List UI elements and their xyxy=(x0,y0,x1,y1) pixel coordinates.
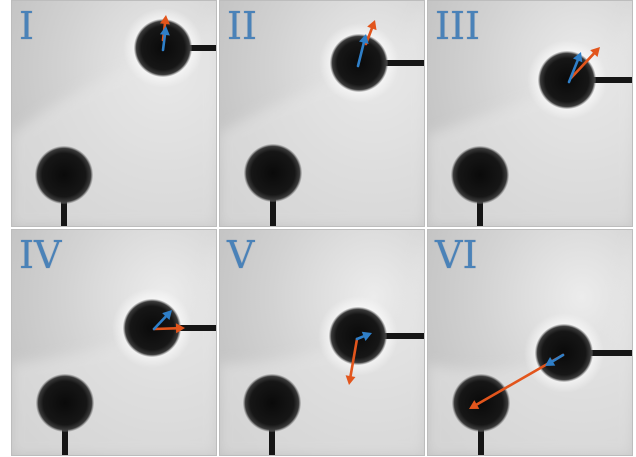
panel-3-scene xyxy=(427,0,633,227)
blue-arrow xyxy=(152,310,172,331)
panel-1-scene xyxy=(11,0,217,227)
panel-5-label: V xyxy=(227,233,255,277)
panel-border xyxy=(11,0,217,227)
blue-arrow xyxy=(545,353,565,366)
panel-2: II xyxy=(219,0,425,227)
upper-sphere xyxy=(329,307,387,365)
panel-border xyxy=(427,229,633,456)
panel-6: VI xyxy=(427,229,633,456)
panel-5: V xyxy=(219,229,425,456)
orange-arrow xyxy=(569,47,600,80)
upper-sphere-rod xyxy=(378,333,425,339)
panel-4: IV xyxy=(11,229,217,456)
lower-sphere-rod xyxy=(269,423,275,456)
panel-4-scene xyxy=(11,229,217,456)
panel-border xyxy=(427,0,633,227)
lower-sphere-rod xyxy=(270,193,276,227)
lower-sphere-rod xyxy=(62,423,68,456)
lower-sphere-rod xyxy=(61,195,67,227)
panel-border xyxy=(219,0,425,227)
upper-sphere-rod xyxy=(587,77,633,83)
panel-1: I xyxy=(11,0,217,227)
upper-sphere-rod xyxy=(183,45,217,51)
upper-sphere-rod xyxy=(379,60,425,66)
upper-sphere-rod xyxy=(172,325,217,331)
panel-3-label: III xyxy=(435,4,481,48)
panel-3: III xyxy=(427,0,633,227)
panel-1-label: I xyxy=(19,4,35,48)
panel-border xyxy=(219,229,425,456)
lower-sphere xyxy=(35,146,93,204)
orange-arrow xyxy=(345,337,359,385)
blue-arrow xyxy=(355,331,372,341)
panel-border xyxy=(11,229,217,456)
lower-sphere-rod xyxy=(478,423,484,456)
upper-sphere-rod xyxy=(584,350,633,356)
blue-arrow xyxy=(159,26,170,52)
blue-arrow xyxy=(356,34,369,68)
panel-2-label: II xyxy=(227,4,258,48)
panel-2-scene xyxy=(219,0,425,227)
orange-arrow xyxy=(152,323,185,334)
blue-arrow xyxy=(567,52,583,84)
panel-6-scene xyxy=(427,229,633,456)
panel-6-label: VI xyxy=(435,233,478,277)
panel-4-label: IV xyxy=(19,233,62,277)
lower-sphere xyxy=(36,374,94,432)
upper-sphere xyxy=(535,324,593,382)
lower-sphere-rod xyxy=(477,195,483,227)
lower-sphere xyxy=(243,374,301,432)
lower-sphere xyxy=(451,146,509,204)
lower-sphere xyxy=(244,144,302,202)
panel-5-scene xyxy=(219,229,425,456)
